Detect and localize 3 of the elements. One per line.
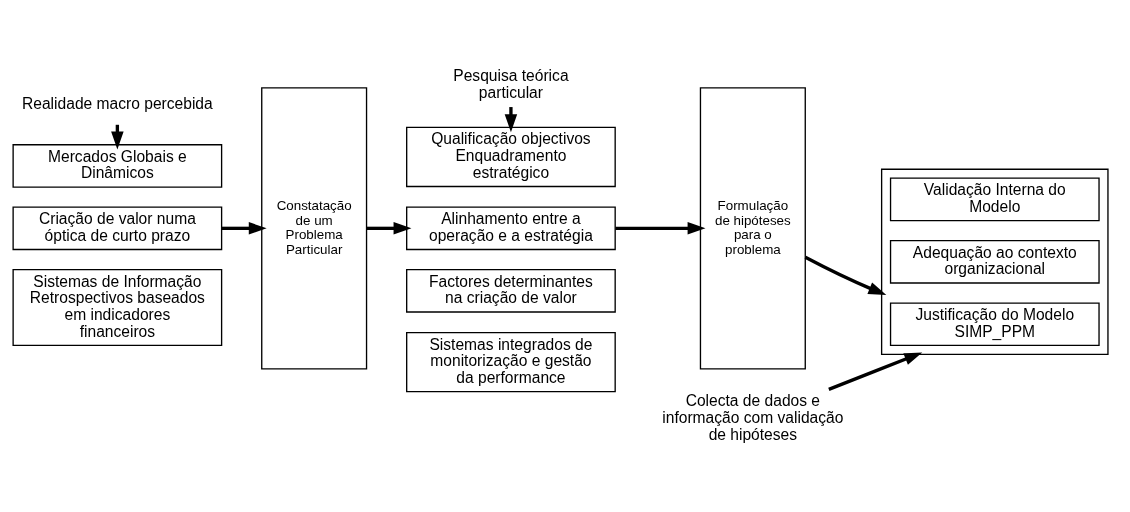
node-text: Colecta de dados e informação com validação de hipóteses	[662, 391, 844, 443]
node-text: Pesquisa teórica particular	[453, 66, 569, 101]
node-text: Realidade macro percebida	[22, 94, 213, 112]
